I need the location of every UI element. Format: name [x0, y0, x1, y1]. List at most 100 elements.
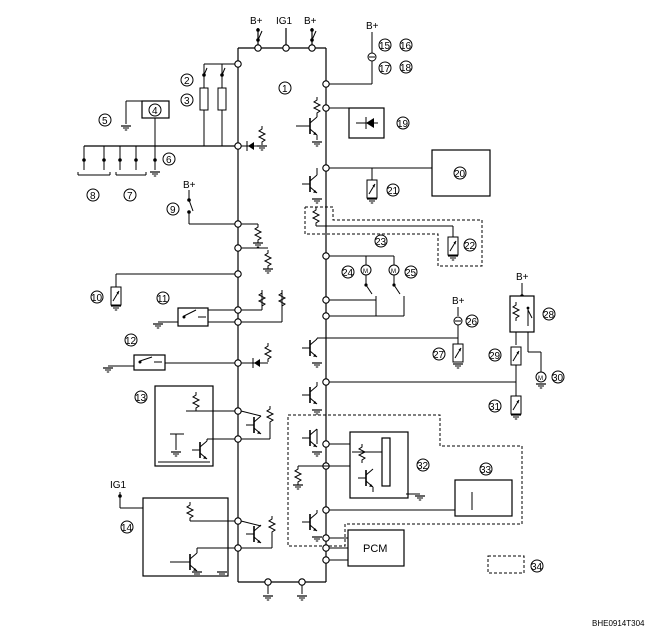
output-20 [301, 149, 491, 204]
connector-rail-6 [77, 146, 161, 177]
callout-5: 5 [98, 113, 112, 127]
svg-text:29: 29 [489, 351, 501, 362]
callout-32: 32 [416, 458, 430, 472]
callout-8: 8 [86, 188, 100, 202]
svg-text:5: 5 [102, 116, 108, 127]
svg-text:6: 6 [166, 155, 172, 166]
sensor-10 [110, 270, 242, 311]
output-31 [301, 378, 522, 420]
svg-text:8: 8 [90, 191, 96, 202]
svg-text:14: 14 [121, 523, 133, 534]
module-12 [102, 342, 272, 373]
callout-29: 29 [488, 348, 502, 362]
svg-text:7: 7 [127, 191, 133, 202]
pcm-connection: PCM [322, 529, 405, 567]
b-plus-fuse-circuit: B+ [322, 21, 379, 88]
svg-text:12: 12 [125, 336, 137, 347]
output-19 [296, 96, 385, 147]
supply-label-ig1: IG1 [110, 480, 127, 491]
callout-12: 12 [124, 333, 138, 347]
callout-28: 28 [542, 307, 556, 321]
svg-text:13: 13 [135, 393, 147, 404]
supply-label-b-plus: B+ [366, 21, 379, 32]
svg-text:23: 23 [375, 237, 387, 248]
svg-text:4: 4 [152, 106, 158, 117]
supply-label-b-plus: B+ [452, 296, 465, 307]
svg-text:10: 10 [91, 293, 103, 304]
svg-text:18: 18 [400, 63, 412, 74]
callout-24: 24 [341, 265, 355, 279]
pullup-248 [234, 244, 274, 274]
svg-text:25: 25 [405, 268, 417, 279]
callout-27: 27 [432, 347, 446, 361]
callout-13: 13 [134, 390, 148, 404]
pcm-label: PCM [363, 543, 387, 555]
svg-text:17: 17 [379, 64, 391, 75]
svg-text:24: 24 [342, 268, 354, 279]
callout-14: 14 [120, 520, 134, 534]
callout-34: 34 [530, 559, 544, 573]
callout-22: 22 [463, 238, 477, 252]
callout-7: 7 [123, 188, 137, 202]
supply-label-b-plus: B+ [304, 16, 317, 27]
svg-text:31: 31 [489, 402, 501, 413]
callout-4: 4 [148, 103, 162, 117]
svg-text:34: 34 [531, 562, 543, 573]
callout-6: 6 [162, 152, 176, 166]
svg-text:32: 32 [417, 461, 429, 472]
pcm-box [347, 529, 405, 567]
svg-text:30: 30 [552, 373, 564, 384]
callout-9: 9 [166, 202, 180, 216]
module-4-bus [84, 100, 268, 151]
output-26-27: B+ [301, 296, 465, 369]
output-22-23 [304, 206, 483, 267]
motors-24-25: M M [322, 252, 405, 320]
svg-text:11: 11 [157, 294, 168, 305]
switch-module-11 [152, 289, 286, 329]
callout-25: 25 [404, 265, 418, 279]
bottom-grounds [262, 578, 308, 601]
callout-1: 1 [278, 81, 292, 95]
svg-text:20: 20 [454, 169, 466, 180]
callout-17: 17 [378, 61, 392, 75]
svg-text:9: 9 [170, 205, 176, 216]
svg-text:19: 19 [397, 119, 409, 130]
output-32-33 [287, 414, 523, 547]
fuse-pair [199, 60, 242, 146]
svg-text:3: 3 [184, 96, 190, 107]
callout-33: 33 [479, 462, 493, 476]
svg-text:M: M [363, 269, 368, 275]
svg-text:27: 27 [433, 350, 445, 361]
svg-text:1: 1 [282, 84, 288, 95]
callout-19: 19 [396, 116, 410, 130]
svg-text:28: 28 [543, 310, 555, 321]
callout-23: 23 [374, 234, 388, 248]
callout-21: 21 [386, 183, 400, 197]
relay-28: B+ M [509, 272, 547, 389]
svg-text:21: 21 [387, 186, 399, 197]
top-supply-pins: B+ IG1 B+ [250, 16, 317, 52]
figure-code: BHE0914T304 [592, 619, 645, 628]
supply-label-b-plus: B+ [183, 180, 196, 191]
svg-text:M: M [538, 376, 543, 382]
callout-20: 20 [453, 166, 467, 180]
callout-30: 30 [551, 370, 565, 384]
supply-label-b-plus: B+ [250, 16, 263, 27]
svg-text:15: 15 [379, 41, 391, 52]
supply-label-b-plus: B+ [516, 272, 529, 283]
callout-2: 2 [180, 73, 194, 87]
callout-18: 18 [399, 60, 413, 74]
module-14: IG1 [110, 480, 276, 577]
callout-26: 26 [465, 314, 479, 328]
svg-text:M: M [391, 269, 396, 275]
supply-label-ig1: IG1 [276, 16, 293, 27]
svg-text:2: 2 [184, 76, 190, 87]
callout-numbers: 1 2 3 4 5 6 7 8 9 10 11 12 13 14 15 16 1… [86, 38, 565, 573]
legend-dashed-box [487, 555, 525, 574]
svg-text:33: 33 [480, 465, 492, 476]
switch-9: B+ [183, 180, 264, 248]
svg-text:16: 16 [400, 41, 412, 52]
callout-10: 10 [90, 290, 104, 304]
callout-3: 3 [180, 93, 194, 107]
